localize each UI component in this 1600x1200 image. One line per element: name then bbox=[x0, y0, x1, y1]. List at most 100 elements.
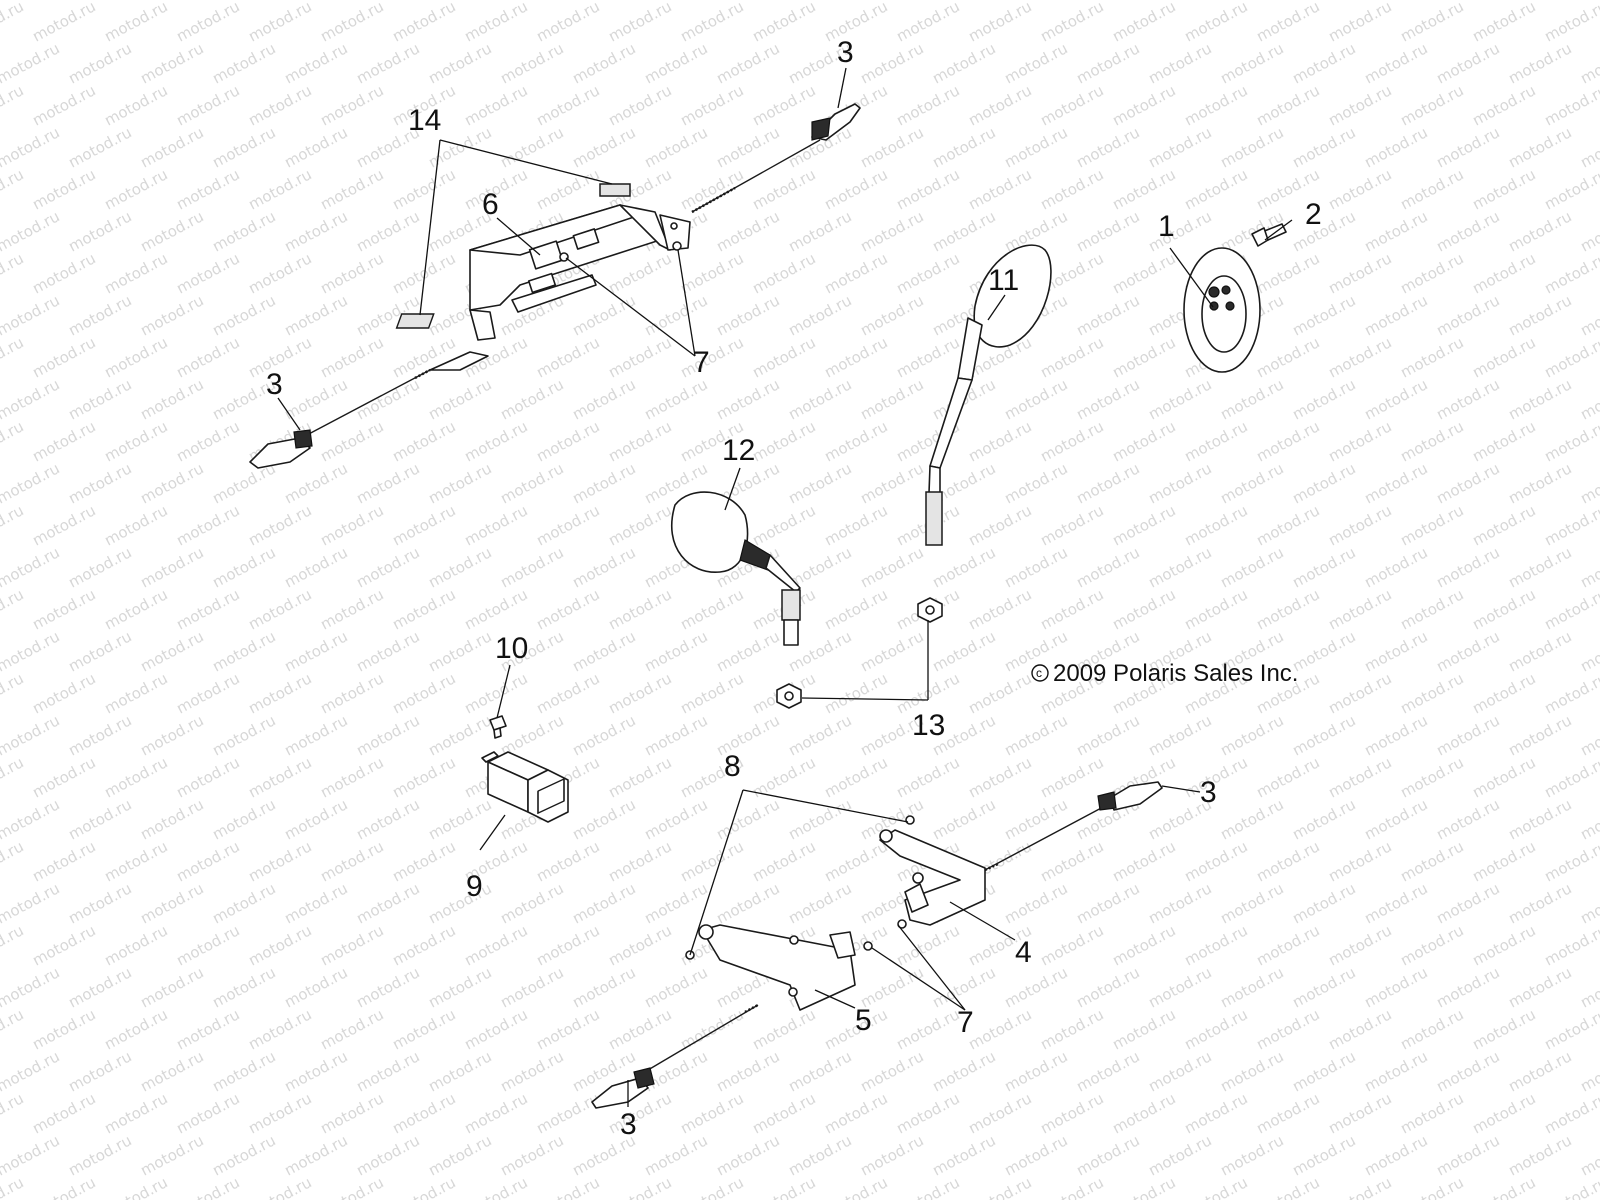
watermark-text: motod.ru bbox=[713, 0, 782, 4]
watermark-text: motod.ru bbox=[209, 711, 278, 759]
watermark-text: motod.ru bbox=[1361, 795, 1430, 843]
watermark-text: motod.ru bbox=[857, 1131, 926, 1179]
watermark-text: motod.ru bbox=[1361, 627, 1430, 675]
watermark-text: motod.ru bbox=[101, 417, 170, 465]
watermark-text: motod.ru bbox=[1577, 1131, 1600, 1179]
watermark-text: motod.ru bbox=[1577, 291, 1600, 339]
watermark-text: motod.ru bbox=[1325, 585, 1394, 633]
watermark-text: motod.ru bbox=[425, 0, 494, 4]
watermark-text: motod.ru bbox=[353, 963, 422, 1011]
watermark-text: motod.ru bbox=[1325, 837, 1394, 885]
watermark-text: motod.ru bbox=[245, 1173, 314, 1200]
callout-3: 3 bbox=[266, 368, 283, 401]
watermark-text: motod.ru bbox=[713, 375, 782, 423]
watermark-text: motod.ru bbox=[1505, 207, 1574, 255]
watermark-text: motod.ru bbox=[1541, 753, 1600, 801]
watermark-text: motod.ru bbox=[0, 291, 63, 339]
watermark-text: motod.ru bbox=[1217, 543, 1286, 591]
watermark-text: motod.ru bbox=[101, 1005, 170, 1053]
watermark-text: motod.ru bbox=[281, 879, 350, 927]
watermark-text: motod.ru bbox=[1505, 711, 1574, 759]
watermark-text: motod.ru bbox=[1109, 1173, 1178, 1200]
watermark-text: motod.ru bbox=[1469, 501, 1538, 549]
watermark-text: motod.ru bbox=[173, 249, 242, 297]
watermark-text: motod.ru bbox=[1361, 963, 1430, 1011]
watermark-text: motod.ru bbox=[965, 417, 1034, 465]
watermark-text: motod.ru bbox=[1289, 795, 1358, 843]
watermark-text: motod.ru bbox=[1397, 669, 1466, 717]
watermark-text: motod.ru bbox=[245, 1089, 314, 1137]
watermark-text: motod.ru bbox=[1109, 81, 1178, 129]
watermark-text: motod.ru bbox=[1037, 837, 1106, 885]
watermark-text: motod.ru bbox=[1577, 711, 1600, 759]
watermark-text: motod.ru bbox=[1037, 921, 1106, 969]
watermark-text: motod.ru bbox=[1001, 963, 1070, 1011]
watermark-text: motod.ru bbox=[1037, 1005, 1106, 1053]
watermark-text: motod.ru bbox=[245, 585, 314, 633]
watermark-text: motod.ru bbox=[1253, 333, 1322, 381]
watermark-text: motod.ru bbox=[569, 963, 638, 1011]
watermark-text: motod.ru bbox=[29, 1089, 98, 1137]
watermark-text: motod.ru bbox=[461, 669, 530, 717]
watermark-text: motod.ru bbox=[245, 249, 314, 297]
watermark-text: motod.ru bbox=[641, 795, 710, 843]
watermark-text: motod.ru bbox=[1397, 753, 1466, 801]
watermark-text: motod.ru bbox=[1145, 963, 1214, 1011]
watermark-text: motod.ru bbox=[353, 795, 422, 843]
watermark-text: motod.ru bbox=[425, 1131, 494, 1179]
watermark-text: motod.ru bbox=[533, 501, 602, 549]
copyright-icon bbox=[1031, 664, 1049, 682]
watermark-text: motod.ru bbox=[0, 585, 27, 633]
watermark-text: motod.ru bbox=[857, 375, 926, 423]
watermark-text: motod.ru bbox=[0, 795, 63, 843]
watermark-text: motod.ru bbox=[965, 753, 1034, 801]
watermark-text: motod.ru bbox=[1109, 333, 1178, 381]
watermark-text: motod.ru bbox=[1325, 249, 1394, 297]
watermark-text: motod.ru bbox=[605, 501, 674, 549]
watermark-text: motod.ru bbox=[1397, 81, 1466, 129]
watermark-text: motod.ru bbox=[1433, 207, 1502, 255]
rear-bracket-4 bbox=[879, 815, 986, 929]
watermark-text: motod.ru bbox=[1037, 501, 1106, 549]
watermark-text: motod.ru bbox=[137, 291, 206, 339]
watermark-text: motod.ru bbox=[857, 459, 926, 507]
watermark-text: motod.ru bbox=[1397, 1005, 1466, 1053]
watermark-text: motod.ru bbox=[317, 165, 386, 213]
watermark-text: motod.ru bbox=[569, 459, 638, 507]
watermark-text: motod.ru bbox=[749, 753, 818, 801]
watermark-text: motod.ru bbox=[1181, 0, 1250, 46]
watermark-text: motod.ru bbox=[641, 123, 710, 171]
watermark-text: motod.ru bbox=[65, 963, 134, 1011]
watermark-text: motod.ru bbox=[1397, 837, 1466, 885]
watermark-text: motod.ru bbox=[317, 585, 386, 633]
watermark-text: motod.ru bbox=[569, 123, 638, 171]
watermark-text: motod.ru bbox=[785, 1131, 854, 1179]
watermark-text: motod.ru bbox=[1325, 1173, 1394, 1200]
watermark-text: motod.ru bbox=[1361, 711, 1430, 759]
watermark-text: motod.ru bbox=[245, 837, 314, 885]
watermark-text: motod.ru bbox=[1181, 921, 1250, 969]
watermark-text: motod.ru bbox=[497, 963, 566, 1011]
watermark-text: motod.ru bbox=[101, 753, 170, 801]
watermark-text: motod.ru bbox=[173, 81, 242, 129]
screw-10 bbox=[489, 715, 507, 739]
watermark-text: motod.ru bbox=[1217, 123, 1286, 171]
watermark-text: motod.ru bbox=[0, 375, 63, 423]
watermark-text: motod.ru bbox=[1505, 963, 1574, 1011]
watermark-text: motod.ru bbox=[1505, 0, 1574, 4]
watermark-text: motod.ru bbox=[1253, 81, 1322, 129]
watermark-text: motod.ru bbox=[1433, 39, 1502, 87]
watermark-text: motod.ru bbox=[857, 1047, 926, 1095]
watermark-text: motod.ru bbox=[497, 1131, 566, 1179]
watermark-text: motod.ru bbox=[1397, 333, 1466, 381]
watermark-text: motod.ru bbox=[317, 249, 386, 297]
watermark-text: motod.ru bbox=[1541, 81, 1600, 129]
watermark-text: motod.ru bbox=[929, 543, 998, 591]
watermark-text: motod.ru bbox=[1433, 879, 1502, 927]
watermark-text: motod.ru bbox=[425, 543, 494, 591]
watermark-text: motod.ru bbox=[605, 81, 674, 129]
watermark-text: motod.ru bbox=[1361, 1131, 1430, 1179]
watermark-text: motod.ru bbox=[1073, 123, 1142, 171]
watermark-text: motod.ru bbox=[1145, 39, 1214, 87]
leader-lines bbox=[277, 67, 1293, 1107]
